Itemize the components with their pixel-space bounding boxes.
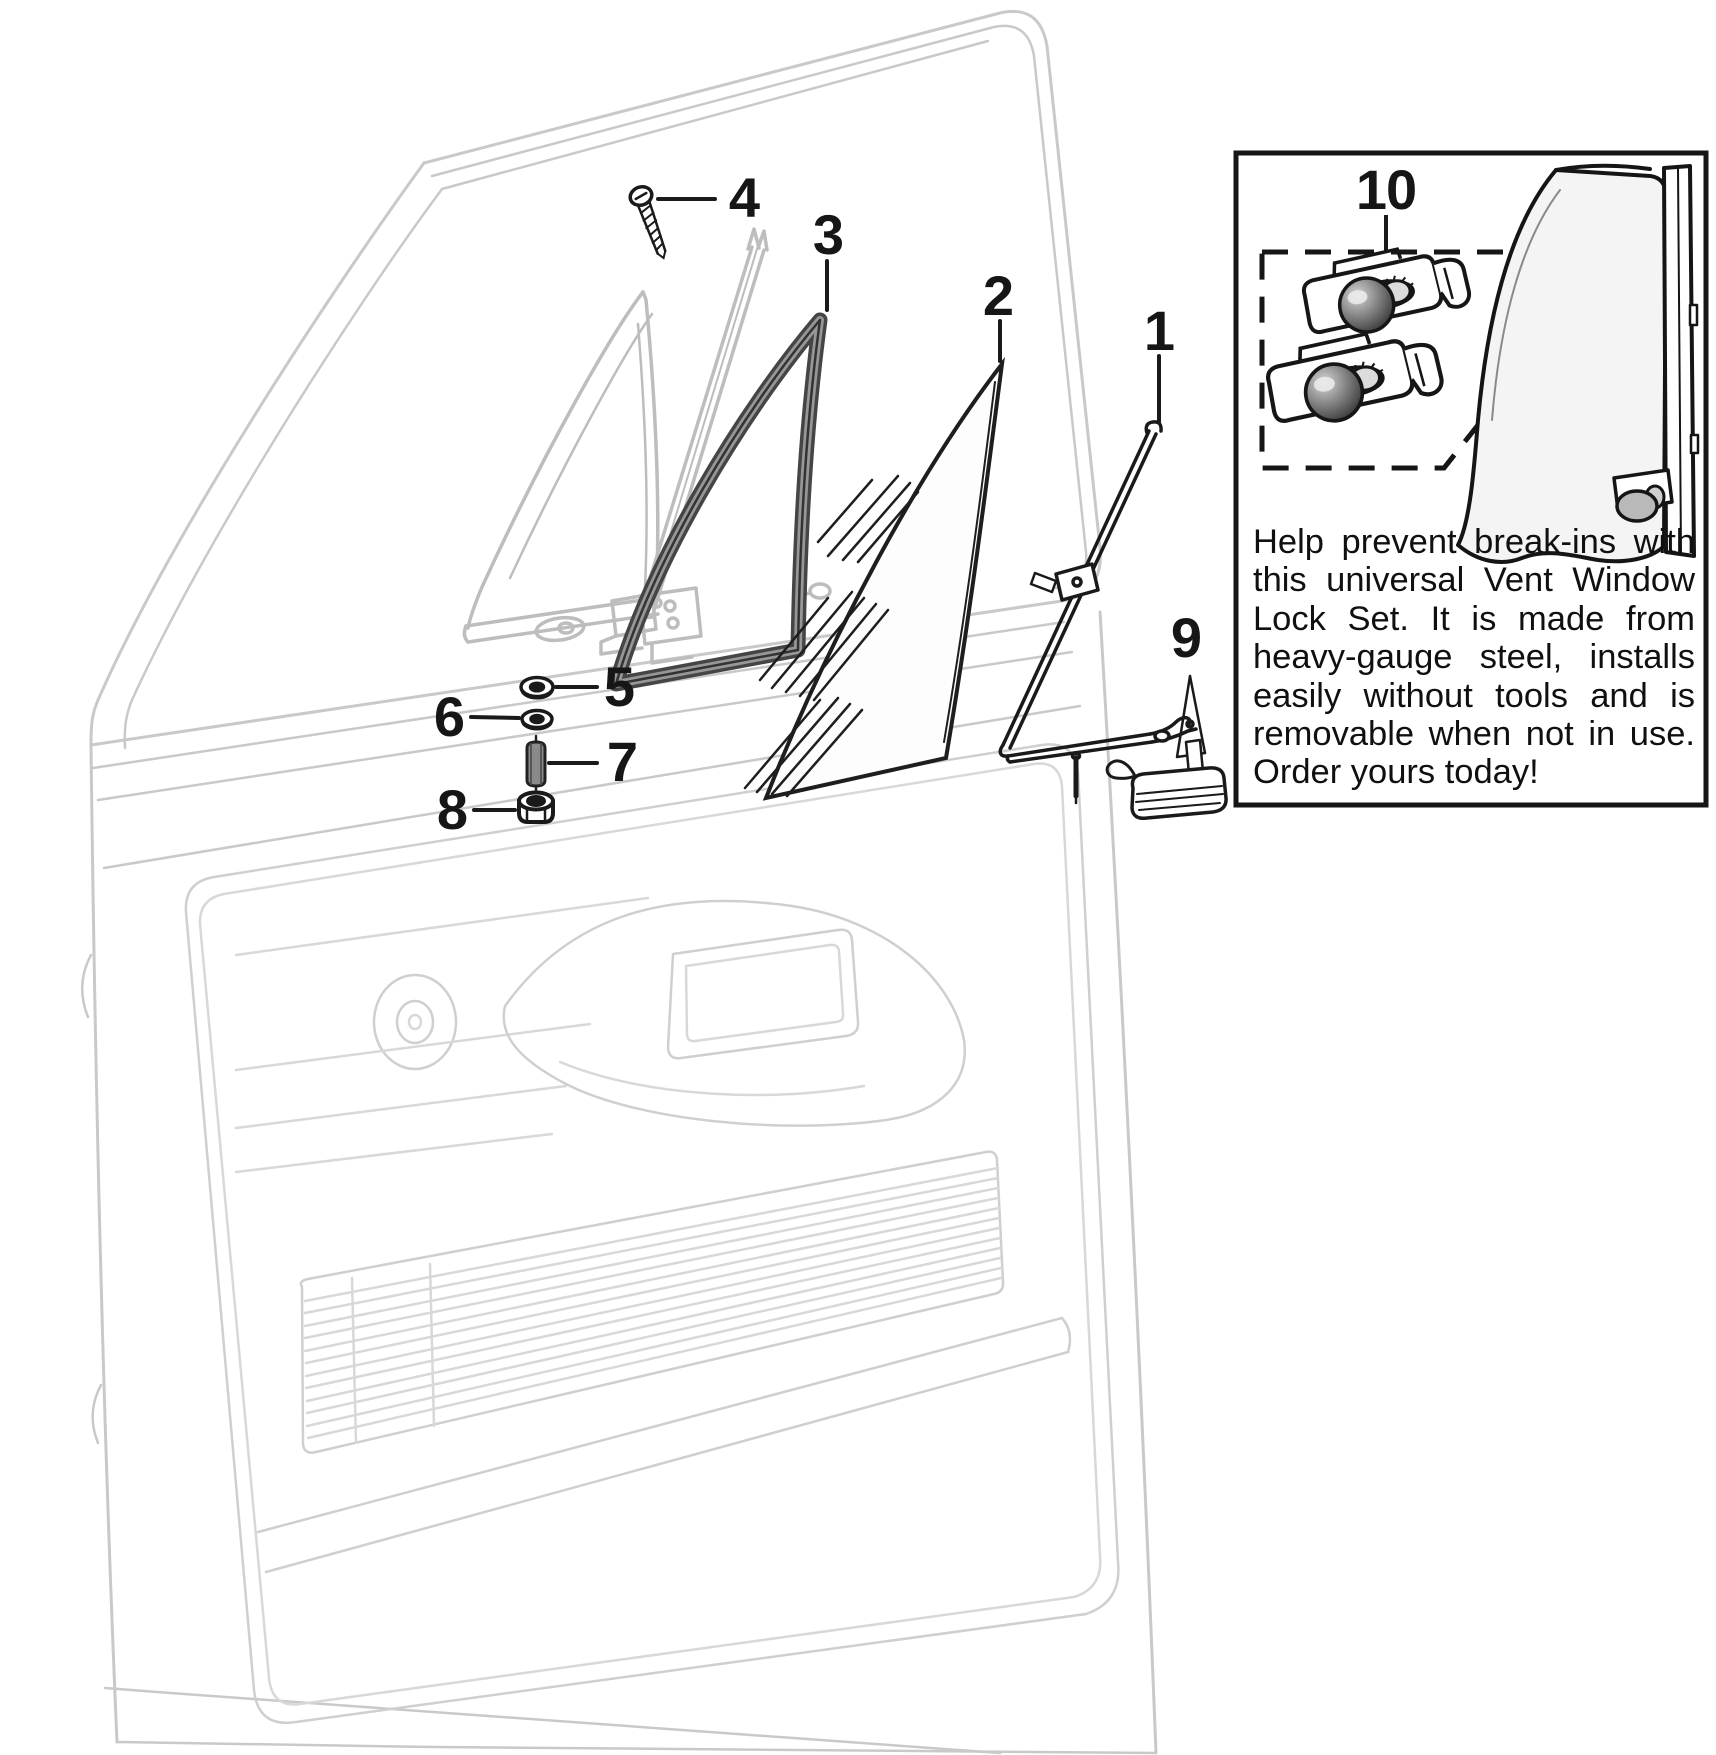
callout-9: 9 <box>1170 606 1202 669</box>
promo-line: easily without tools and is <box>1253 676 1695 715</box>
part-2-vent-glass <box>743 356 1005 801</box>
gray-vent-frame-assembly <box>462 227 832 665</box>
callout-8: 8 <box>436 778 468 841</box>
part-7-spring-stud <box>525 734 547 794</box>
inset-vent-window <box>1456 163 1700 564</box>
window-crank-hole <box>372 973 458 1071</box>
armrest <box>502 899 967 1127</box>
promo-text: Help prevent break-ins with this univers… <box>1253 523 1695 792</box>
glass-reflection-hatching <box>743 474 920 798</box>
promo-line: Lock Set. It is made from <box>1253 599 1695 638</box>
callout-3: 3 <box>812 203 844 266</box>
part-8-nut <box>517 790 555 824</box>
part-5-washer <box>519 675 555 700</box>
promo-line: heavy-gauge steel, installs <box>1253 638 1695 677</box>
part-9-latch-handle <box>1105 674 1228 821</box>
callout-10: 10 <box>1355 158 1417 221</box>
part-3-vent-seal <box>608 312 828 692</box>
part-6-washer <box>520 708 554 731</box>
callout-6: 6 <box>433 685 465 748</box>
callout-leader-lines <box>469 197 1161 812</box>
map-pocket-lines <box>256 1316 1072 1574</box>
callout-1: 1 <box>1143 299 1175 362</box>
promo-line: Help prevent break-ins with <box>1253 523 1695 561</box>
door-inner-panel <box>184 743 1120 1725</box>
inset-box <box>1233 150 1709 808</box>
part-1-vent-frame <box>998 420 1198 805</box>
promo-line: removable when not in use. <box>1253 715 1695 754</box>
callout-5: 5 <box>603 655 635 718</box>
callout-7: 7 <box>606 730 638 793</box>
callout-4: 4 <box>728 166 760 229</box>
part-4-screw <box>628 184 667 260</box>
callout-2: 2 <box>982 264 1014 327</box>
promo-line: Order yours today! <box>1253 753 1539 792</box>
lower-vent-ribs <box>299 1150 1005 1454</box>
promo-line: this universal Vent Window <box>1253 561 1695 600</box>
